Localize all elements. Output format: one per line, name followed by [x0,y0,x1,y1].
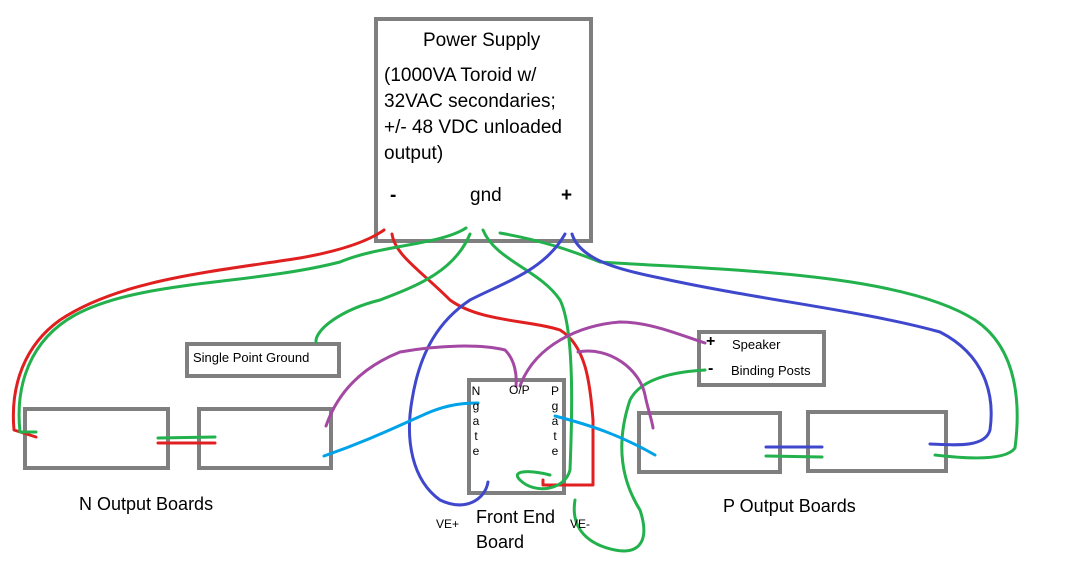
terminal-negative: - [390,185,397,206]
p-gate-label: P g a t e [550,384,559,458]
purple-wire-p-output [576,349,655,430]
purple-wire-to-speaker-plus [518,320,707,388]
p-output-board-1 [637,411,782,474]
power-supply-box [374,17,593,243]
purple-wire-n-output [324,344,518,428]
binding-posts-label: Binding Posts [731,363,811,378]
single-point-ground-label: Single Point Ground [193,350,310,365]
p-output-board-2 [806,410,948,473]
green-wire-n-boards-link [156,435,217,440]
speaker-label: Speaker [732,337,781,352]
single-point-ground-box [185,342,341,378]
n-output-board-1 [23,407,170,470]
green-wire-to-n-board-1 [17,226,468,434]
red-wire-to-n-board-1 [11,228,386,439]
blue-wire-to-p-board-2 [570,232,993,447]
terminal-positive: + [561,185,573,206]
ve-plus-label: VE+ [436,517,460,531]
output-label: O/P [509,383,530,397]
red-wire-to-front-end [390,232,595,487]
n-output-boards-label: N Output Boards [79,494,214,514]
power-supply-title: Power Supply [423,30,541,51]
speaker-plus-sign: + [706,333,716,350]
front-end-label: Front End [476,507,556,527]
green-wire-to-front-end [481,228,574,491]
board-label: Board [476,532,525,552]
green-wire-p-boards-link [764,454,824,459]
green-wire-to-speaker-minus [572,368,707,553]
speaker-binding-posts-box [697,330,826,387]
cyan-wire-p-gate [553,414,657,457]
cyan-wire-n-gate [322,401,480,458]
speaker-minus-sign: - [708,360,714,377]
green-wire-to-single-point-ground [314,232,472,344]
terminal-ground: gnd [470,185,502,206]
p-output-boards-label: P Output Boards [723,496,856,516]
blue-wire-to-front-end [408,232,567,507]
power-supply-description: (1000VA Toroid w/ 32VAC secondaries; +/-… [384,65,562,164]
green-wire-to-p-board-2 [498,231,1019,460]
ve-minus-label: VE- [570,517,591,531]
n-output-board-2 [197,407,333,470]
n-gate-label: N g a t e [471,384,481,458]
